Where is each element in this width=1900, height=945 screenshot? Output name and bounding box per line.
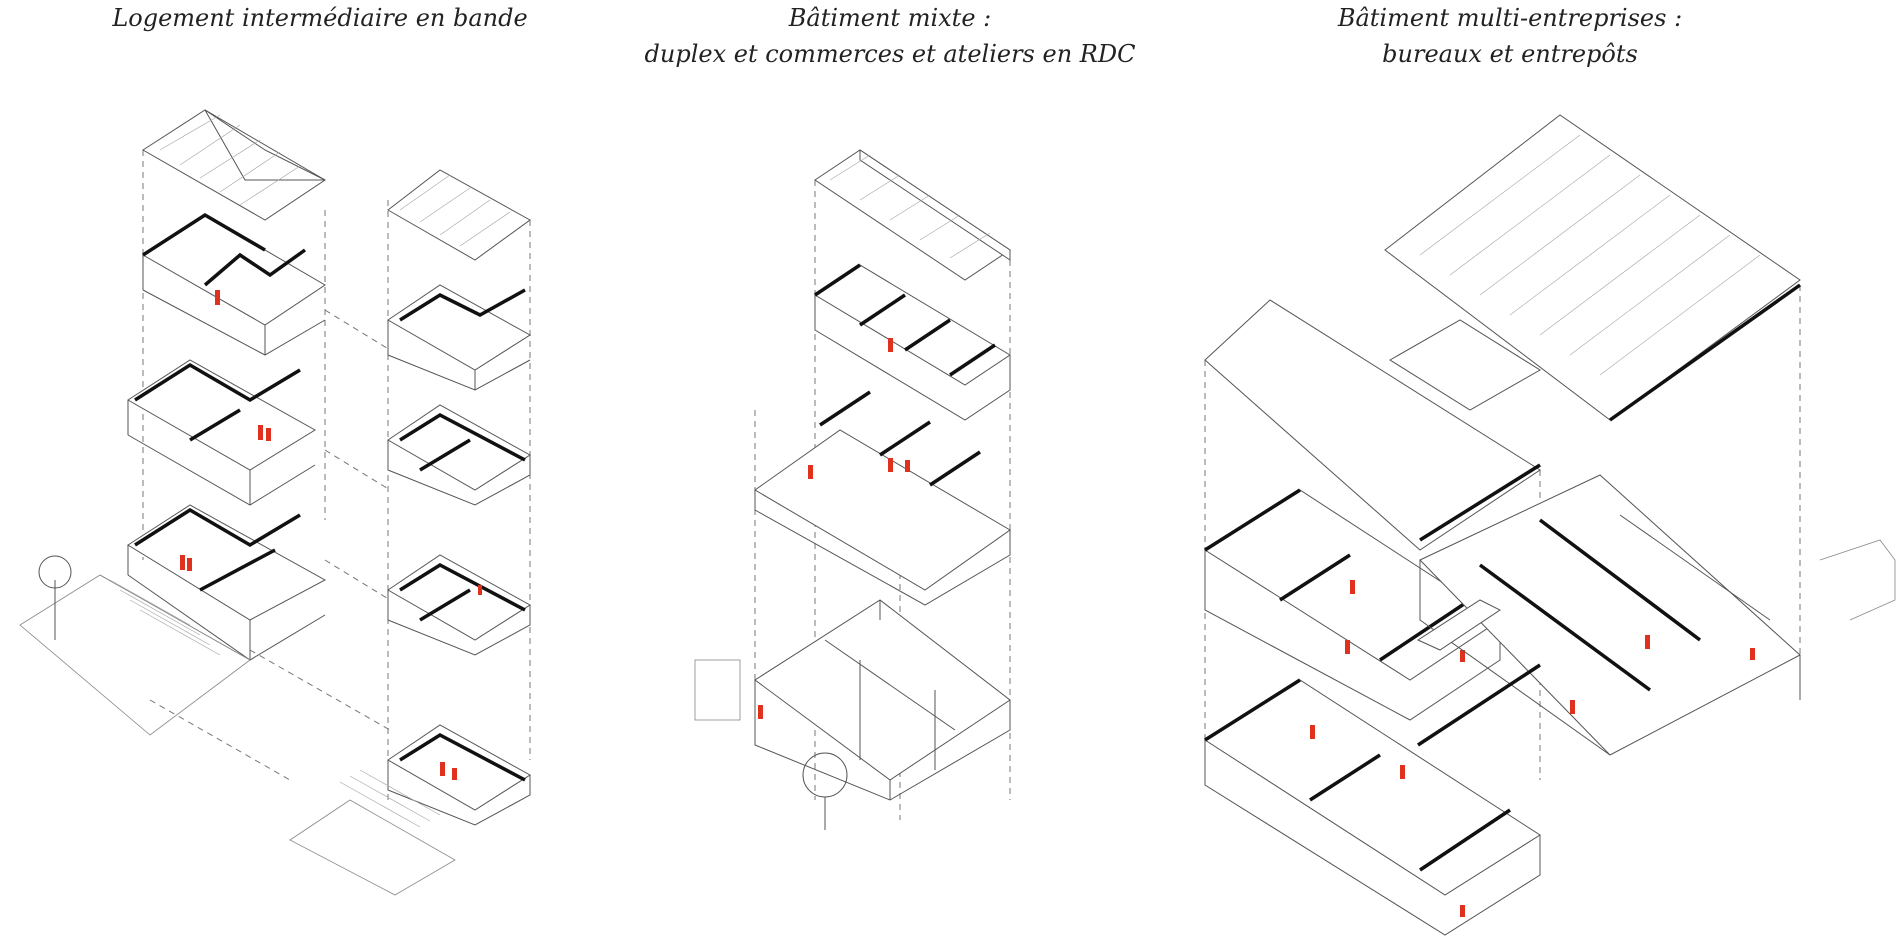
roof-mixte [814, 149, 1011, 281]
drawing-batiment-mixte [694, 149, 1011, 830]
person-figure [1310, 725, 1315, 739]
person-figure [1350, 580, 1355, 594]
site-ground-left [19, 555, 251, 736]
person-figure [808, 465, 813, 479]
floor-right-ground [289, 724, 531, 896]
person-figure [1645, 635, 1650, 649]
title-line: Bâtiment mixte : [788, 4, 992, 32]
floor-duplex-upper [814, 263, 1011, 421]
drawing-logement-intermediaire [19, 109, 531, 896]
person-figure [1570, 700, 1575, 714]
floor-duplex-lower [754, 390, 1011, 606]
pergola [694, 659, 741, 721]
tree-icon [38, 555, 72, 589]
floor-right-3 [387, 554, 531, 656]
person-figure [440, 762, 445, 776]
person-figure [1750, 648, 1755, 660]
person-figure [1460, 905, 1465, 917]
roof-offices [1204, 299, 1541, 551]
title-line: Logement intermédiaire en bande [112, 4, 528, 32]
person-figure [1460, 650, 1465, 662]
person-figure [1400, 765, 1405, 779]
floor-upper-left [142, 212, 326, 356]
title-logement-intermediaire: Logement intermédiaire en bande [60, 0, 580, 36]
tree-icon [802, 752, 848, 798]
person-figure [215, 290, 220, 305]
title-line: bureaux et entrepôts [1382, 40, 1638, 68]
title-batiment-mixte: Bâtiment mixte : duplex et commerces et … [620, 0, 1160, 72]
title-line: duplex et commerces et ateliers en RDC [644, 40, 1136, 68]
person-figure [1345, 640, 1350, 654]
roof-right [387, 169, 531, 261]
person-figure [180, 555, 185, 570]
person-figure [266, 428, 271, 441]
floor-offices-lower [1204, 599, 1541, 936]
title-line: Bâtiment multi-entreprises : [1337, 4, 1683, 32]
roof-warehouse [1384, 114, 1802, 422]
floor-ground-left [127, 504, 327, 661]
person-figure [452, 768, 457, 780]
roof-left [142, 109, 326, 221]
person-figure [888, 338, 893, 352]
floor-right-1 [387, 284, 531, 391]
floor-middle-left [127, 359, 316, 506]
person-figure [258, 425, 263, 440]
floor-warehouse [1419, 474, 1896, 756]
floor-right-2 [387, 404, 531, 506]
person-figure [888, 458, 893, 472]
person-figure [187, 558, 192, 571]
person-figure [905, 460, 910, 472]
drawing-batiment-multi-entreprises [1204, 114, 1896, 936]
floor-ground-commerces [694, 599, 1011, 830]
person-figure [758, 705, 763, 719]
person-figure [478, 585, 482, 595]
title-batiment-multi-entreprises: Bâtiment multi-entreprises : bureaux et … [1250, 0, 1770, 72]
